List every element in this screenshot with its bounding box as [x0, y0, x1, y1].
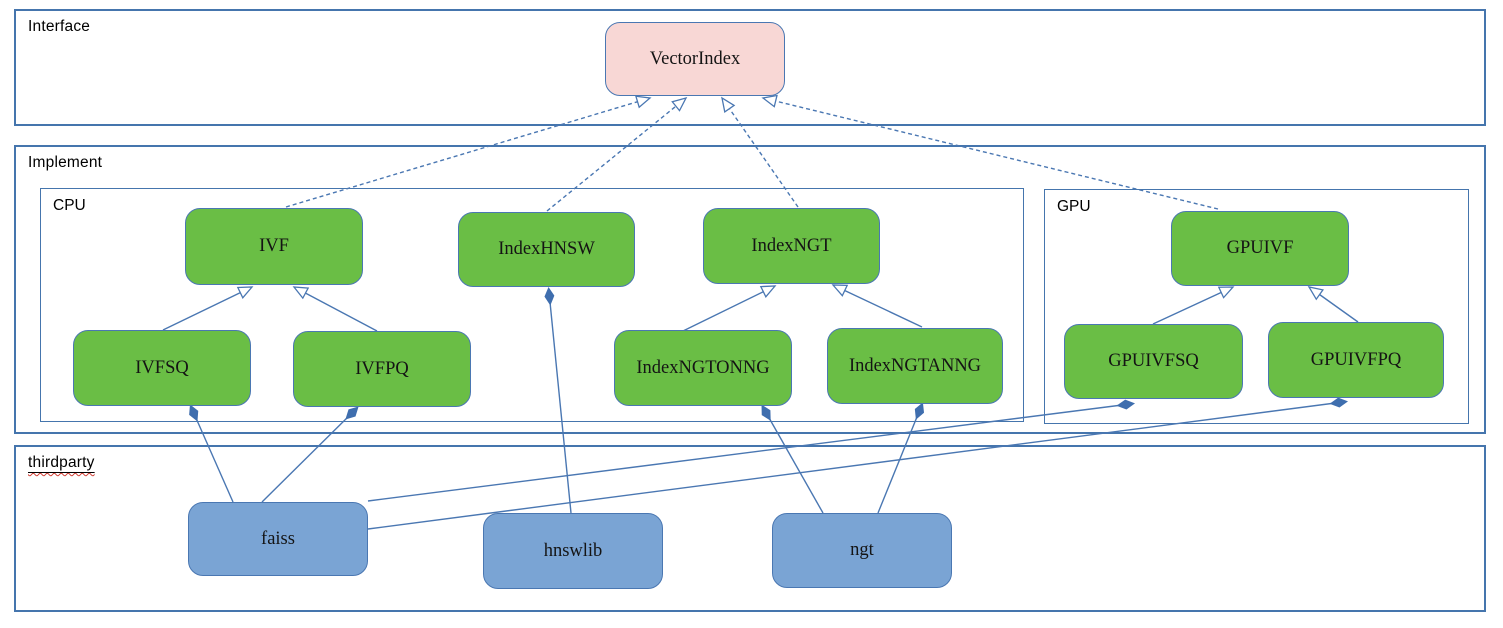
node-indexhnsw: IndexHNSW: [458, 212, 635, 287]
section-implement-label: Implement: [28, 154, 103, 171]
composition-edge-faiss-to-gpuivfpq: [367, 397, 1349, 530]
section-interface: Interface: [14, 9, 1486, 126]
node-gpuivf: GPUIVF: [1171, 211, 1349, 286]
group-gpu: GPU: [1044, 189, 1469, 424]
node-gpuivfsq: GPUIVFSQ: [1064, 324, 1243, 399]
composition-edge-hnswlib-to-indexhnsw: [544, 286, 572, 514]
node-indexngtanng: IndexNGTANNG: [827, 328, 1003, 404]
node-vectorindex: VectorIndex: [605, 22, 785, 96]
group-cpu-label: CPU: [53, 197, 86, 214]
realization-edge-ivf-to-vectorindex: [285, 95, 652, 208]
composition-edge-ngt-to-indexngtonng: [761, 404, 824, 514]
inheritance-edge-ivfsq-to-ivf: [162, 286, 254, 331]
section-thirdparty-label: thirdparty: [28, 454, 95, 472]
node-faiss: faiss: [188, 502, 368, 576]
node-ngt: ngt: [772, 513, 952, 588]
node-gpuivfpq: GPUIVFPQ: [1268, 322, 1444, 398]
inheritance-edge-indexngtanng-to-indexngt: [831, 284, 923, 328]
node-ivfsq: IVFSQ: [73, 330, 251, 406]
inheritance-edge-gpuivfpq-to-gpuivf: [1307, 286, 1359, 323]
section-thirdparty-label-text: thirdparty: [28, 454, 95, 471]
realization-edge-indexhnsw-to-vectorindex: [546, 96, 688, 212]
section-interface-label: Interface: [28, 18, 91, 35]
node-indexngtonng: IndexNGTONNG: [614, 330, 792, 406]
node-indexngt: IndexNGT: [703, 208, 880, 284]
realization-edge-gpuivf-to-vectorindex: [761, 94, 1219, 210]
node-ivfpq: IVFPQ: [293, 331, 471, 407]
realization-edge-indexngt-to-vectorindex: [721, 96, 799, 208]
inheritance-edge-ivfpq-to-ivf: [292, 286, 378, 332]
node-ivf: IVF: [185, 208, 363, 285]
section-thirdparty: thirdparty: [14, 445, 1486, 612]
composition-edge-faiss-to-ivfpq: [261, 406, 359, 503]
node-hnswlib: hnswlib: [483, 513, 663, 589]
group-gpu-label: GPU: [1057, 198, 1091, 215]
group-cpu: CPU: [40, 188, 1024, 422]
section-implement: Implement: [14, 145, 1486, 434]
inheritance-edge-gpuivfsq-to-gpuivf: [1152, 286, 1235, 325]
composition-edge-faiss-to-gpuivfsq: [367, 399, 1136, 502]
composition-edge-faiss-to-ivfsq: [189, 404, 234, 503]
composition-edge-ngt-to-indexngtanng: [877, 402, 925, 514]
inheritance-edge-indexngtonng-to-indexngt: [682, 285, 777, 332]
